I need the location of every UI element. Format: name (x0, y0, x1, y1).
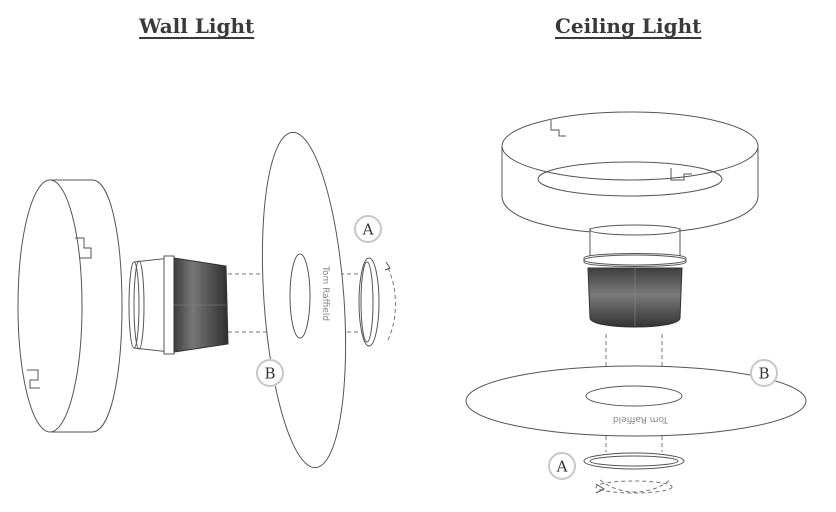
ceiling-retaining-ring (583, 452, 685, 494)
ceiling-badge-a-text: A (556, 458, 568, 476)
ceiling-light-assembly: Tom Raffield B A (465, 111, 807, 494)
wall-retaining-ring (358, 257, 396, 347)
ceiling-guide-lines (605, 334, 663, 452)
wall-lamp-holder (128, 255, 175, 355)
wall-shade-disc: Tom Raffield (261, 131, 347, 469)
wall-engraving: Tom Raffield (320, 265, 330, 321)
wall-light-assembly: Tom Raffield A B (17, 131, 396, 469)
ceiling-light-title: Ceiling Light (555, 14, 702, 38)
wall-badge-a: A (354, 215, 382, 243)
ceiling-badge-a: A (548, 452, 576, 480)
wall-bulb (173, 257, 229, 353)
wall-light-title: Wall Light (139, 14, 255, 38)
wall-badge-a-text: A (362, 221, 374, 239)
ceiling-lamp-holder (583, 224, 687, 267)
wall-mount-cup (17, 179, 123, 433)
ceiling-shade-disc: Tom Raffield (465, 365, 807, 437)
ceiling-badge-b-text: B (758, 365, 769, 383)
ceiling-mount-cup (501, 111, 759, 234)
ceiling-bulb (587, 267, 683, 328)
wall-badge-b-text: B (264, 365, 275, 383)
ceiling-badge-b: B (750, 359, 778, 387)
ceiling-engraving: Tom Raffield (613, 414, 669, 424)
wall-badge-b: B (256, 359, 284, 387)
